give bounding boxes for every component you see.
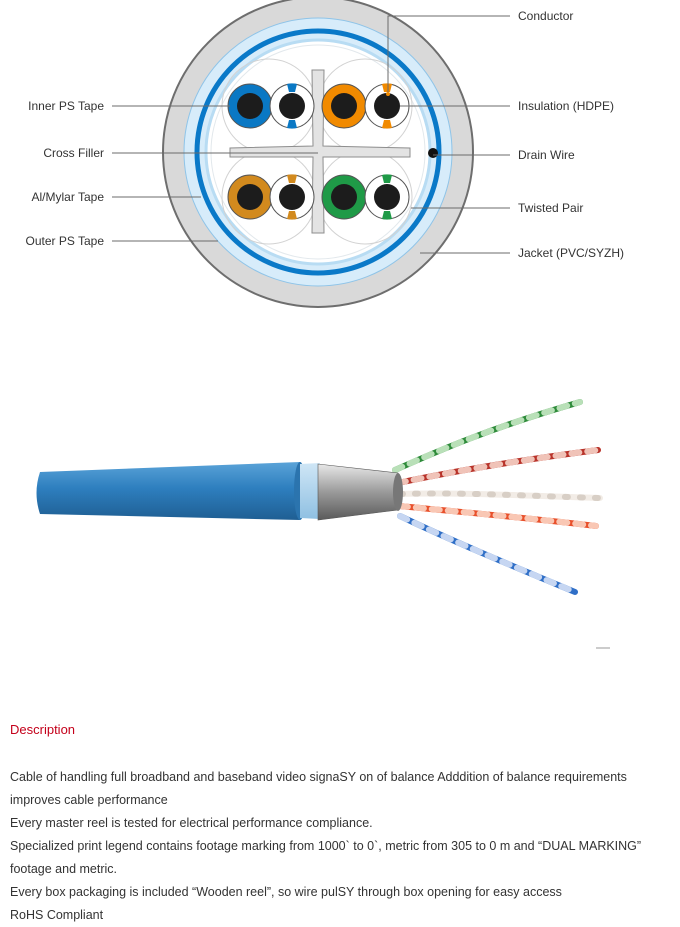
cross-filler bbox=[229, 69, 411, 234]
drain-wire-dot bbox=[428, 148, 438, 158]
leader-lines bbox=[112, 15, 510, 254]
inner-tape-section bbox=[300, 463, 320, 519]
label-outer-ps-tape: Outer PS Tape bbox=[26, 234, 105, 248]
description-line: Every master reel is tested for electric… bbox=[10, 816, 373, 830]
label-inner-ps-tape: Inner PS Tape bbox=[28, 99, 104, 113]
label-al-mylar-tape: Al/Mylar Tape bbox=[32, 190, 105, 204]
brown-pair bbox=[227, 174, 315, 220]
cable-product-illustration bbox=[36, 399, 610, 649]
label-insulation: Insulation (HDPE) bbox=[518, 99, 614, 113]
label-cross-filler: Cross Filler bbox=[43, 146, 104, 160]
label-jacket: Jacket (PVC/SYZH) bbox=[518, 246, 624, 260]
orange-pair bbox=[321, 83, 410, 129]
label-drain-wire: Drain Wire bbox=[518, 148, 575, 162]
description-line: Cable of handling full broadband and bas… bbox=[10, 770, 627, 807]
cable-jacket-body bbox=[36, 462, 300, 520]
cable-cross-section-diagram: Inner PS Tape Cross Filler Al/Mylar Tape… bbox=[26, 0, 624, 308]
description-line: Specialized print legend contains footag… bbox=[10, 839, 642, 876]
conductor-pointer-dot bbox=[386, 92, 390, 96]
description-heading: Description bbox=[10, 722, 76, 737]
label-twisted-pair: Twisted Pair bbox=[518, 201, 583, 215]
foil-shield-section bbox=[317, 463, 399, 521]
green-pair bbox=[321, 174, 410, 220]
twisted-pairs-illustration bbox=[392, 399, 603, 595]
description-line: Every box packaging is included “Wooden … bbox=[10, 885, 562, 899]
description-list: Cable of handling full broadband and bas… bbox=[10, 766, 672, 927]
label-conductor: Conductor bbox=[518, 9, 573, 23]
description-line: RoHS Compliant bbox=[10, 908, 104, 922]
blue-pair bbox=[227, 83, 315, 129]
al-mylar-tape-ring bbox=[194, 28, 442, 276]
